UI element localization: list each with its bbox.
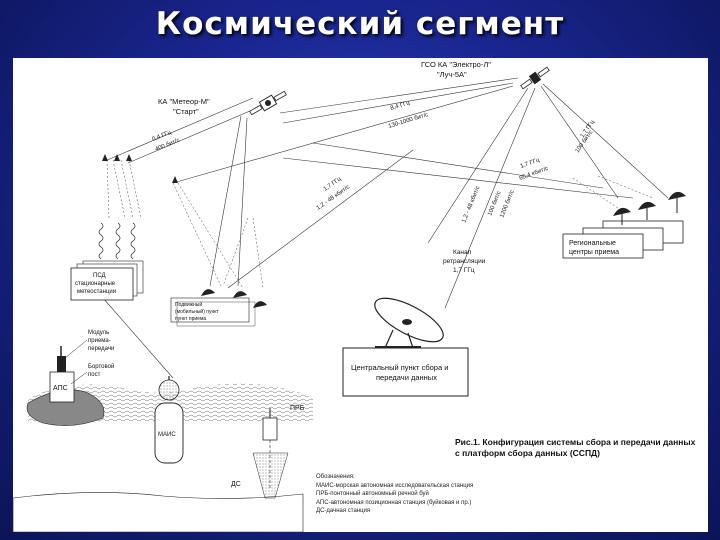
- mais-label: МАИС: [158, 432, 176, 438]
- mobile-label-3: пункт приема: [175, 316, 206, 322]
- onboard-label-2: пост: [88, 372, 101, 378]
- central-label-1: Центральный пункт сбора и: [351, 363, 448, 372]
- ds-label: ДС: [231, 481, 241, 488]
- module-label-1: Модуль: [88, 330, 109, 336]
- link-geo-regional: [540, 85, 619, 199]
- antenna-icon: [102, 154, 178, 183]
- link-geo-central: [427, 87, 529, 244]
- legend-item: АПС-автономная позиционная станция (буйк…: [316, 499, 472, 506]
- ped-label-1: ПСД: [93, 273, 106, 279]
- ped-label-3: метеостанции: [77, 289, 116, 295]
- legend-item: ПРБ-понтонный автономный речной буй: [316, 491, 429, 498]
- module-label-2: приема-: [88, 338, 111, 344]
- geo-sat-label-1: ГСО КА "Электро-Л": [421, 60, 491, 69]
- legend-title: Обозначения:: [316, 474, 355, 480]
- legend-item: МАИС-морская автономная исследовательска…: [316, 482, 474, 489]
- link-leo-stations: [104, 97, 254, 162]
- link-label: 130-1000 бит/с: [388, 112, 429, 130]
- module-label-3: передачи: [88, 346, 114, 352]
- figure-caption: Рис.1. Конфигурация системы сбора и пере…: [455, 437, 705, 459]
- link-label: 1,2 - 48 кбит/с: [461, 185, 481, 223]
- beam-cones: [106, 159, 654, 289]
- ped-label-2: стационарные: [75, 281, 116, 287]
- relay-label-2: ретрансляции: [443, 258, 486, 265]
- regional-centers: Региональные центры приема: [562, 220, 684, 259]
- ped-coils: [98, 222, 136, 260]
- caption-line-1: Рис.1. Конфигурация системы сбора и пере…: [455, 437, 696, 447]
- link-mobile-regional: [227, 149, 414, 289]
- mobile-label-2: (мобильный) пункт: [175, 308, 219, 315]
- diagram-panel: ГСО КА "Электро-Л" "Луч-5А" КА "Метеор-М…: [13, 58, 708, 532]
- dish-icon: [613, 191, 686, 225]
- central-point-box: [342, 347, 469, 397]
- link-label: 1,7 ГГц: [520, 157, 541, 170]
- link-label: 8,4 ГГц: [390, 100, 411, 112]
- prb-buoy-icon: [252, 408, 289, 499]
- link-lines: [102, 77, 669, 379]
- ped-stations: ПСД стационарные метеостанции: [70, 260, 144, 301]
- geo-sat-label-2: "Луч-5А": [437, 70, 467, 79]
- central-dish-icon: [374, 297, 444, 350]
- link-label: 1,2 - 48 кбит/с: [316, 184, 351, 211]
- caption-line-2: с платформ сбора данных (ССПД): [455, 448, 600, 458]
- legend-item: ДС-дачная станция: [316, 508, 371, 515]
- slide-title: Космический сегмент: [155, 6, 565, 42]
- aps-buoy-icon: [49, 346, 75, 403]
- central-label-2: передачи данных: [376, 373, 437, 382]
- leo-satellite-icon: [249, 90, 287, 116]
- aps-label: АПС: [53, 385, 68, 392]
- onboard-label-1: Бортовой: [88, 363, 114, 370]
- regional-label-2: центры приема: [569, 249, 619, 256]
- relay-label-1: Канал: [453, 249, 472, 256]
- relay-label-3: 1,7 ГГц: [453, 267, 475, 274]
- ground-line: [13, 492, 304, 532]
- mais-buoy-icon: [154, 376, 184, 464]
- link-leo-mobile: [209, 115, 242, 287]
- link-geo-leo: [279, 77, 519, 114]
- system-diagram: ГСО КА "Электро-Л" "Луч-5А" КА "Метеор-М…: [13, 60, 686, 532]
- geo-satellite-icon: [520, 66, 550, 90]
- leo-sat-label-2: "Старт": [173, 107, 199, 116]
- link-geo-mobile: [172, 85, 514, 184]
- prb-label: ПРБ: [290, 405, 305, 412]
- dish-icon: [201, 289, 267, 308]
- legend: Обозначения: МАИС-морская автономная исс…: [316, 473, 516, 516]
- regional-label-1: Региональные: [569, 240, 616, 247]
- mobile-label-1: Подвижный: [175, 301, 202, 308]
- leo-sat-label-1: КА "Метеор-М": [158, 97, 210, 106]
- link-sea-ped: [102, 297, 174, 379]
